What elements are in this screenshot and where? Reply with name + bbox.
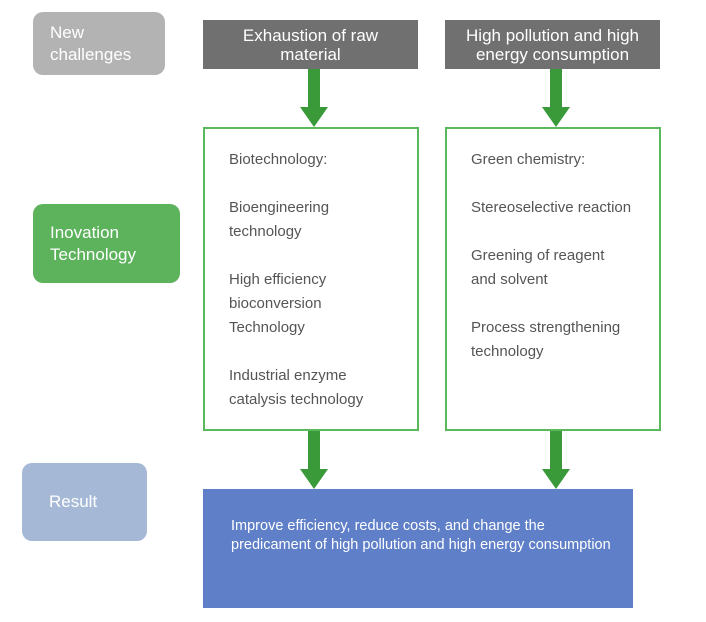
new-challenges-label: New challenges — [33, 12, 165, 75]
tech-item: Industrial enzyme catalysis technology — [229, 367, 364, 408]
tech-item: High efficiency bioconversion Technology — [229, 271, 327, 336]
arrow-down-icon — [300, 431, 328, 489]
innovation-technology-label: Inovation Technology — [33, 204, 180, 283]
tech-item: Bioengineering technology — [229, 199, 330, 240]
biotechnology-box: Biotechnology: Bioengineering technology… — [203, 127, 419, 431]
tech-item: Stereoselective reaction — [471, 199, 632, 216]
tech-item: Process strengthening technology — [471, 319, 621, 360]
green-chemistry-box: Green chemistry: Stereoselective reactio… — [445, 127, 661, 431]
arrow-down-icon — [542, 431, 570, 489]
tech-item: Greening of reagent and solvent — [471, 247, 605, 288]
result-box: Improve efficiency, reduce costs, and ch… — [203, 489, 633, 608]
tech-item: Green chemistry: — [471, 151, 586, 168]
result-label: Result — [22, 463, 147, 541]
challenge-pollution-energy-box: High pollution and high energy consumpti… — [445, 20, 660, 69]
arrow-down-icon — [542, 69, 570, 127]
challenge-raw-material-box: Exhaustion of raw material — [203, 20, 418, 69]
tech-item: Biotechnology: — [229, 151, 328, 168]
arrow-down-icon — [300, 69, 328, 127]
